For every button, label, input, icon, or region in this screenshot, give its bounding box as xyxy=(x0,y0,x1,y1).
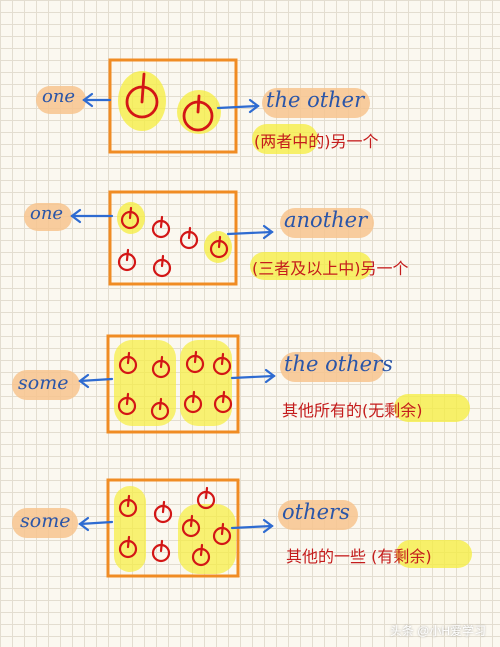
right-word-highlight xyxy=(262,88,370,118)
apple xyxy=(120,206,140,230)
left-word: one xyxy=(30,203,64,224)
right-arrow xyxy=(230,518,274,534)
left-word-highlight xyxy=(12,370,80,400)
left-word-highlight xyxy=(24,203,72,231)
apple xyxy=(185,350,205,374)
left-word: one xyxy=(42,86,76,107)
apple-group-highlight xyxy=(114,486,146,572)
chinese-highlight xyxy=(252,124,318,154)
right-arrow xyxy=(230,368,276,384)
apple xyxy=(212,522,232,546)
panel-one-the-other: one the other (两者中的)另一个 xyxy=(0,0,500,170)
apple xyxy=(182,94,214,132)
chinese-meaning: 其他所有的(无剩余) xyxy=(282,401,423,420)
apple xyxy=(125,72,159,119)
left-arrow xyxy=(82,92,112,108)
panel-2-graphics xyxy=(24,190,374,286)
right-word-highlight xyxy=(278,500,358,530)
apple xyxy=(153,500,173,524)
apple xyxy=(152,254,172,278)
apple xyxy=(212,352,232,376)
apple xyxy=(183,390,203,414)
chinese-highlight xyxy=(396,540,472,568)
apple xyxy=(117,392,137,416)
apple xyxy=(151,539,171,563)
apple xyxy=(179,226,199,250)
right-arrow xyxy=(226,224,274,240)
apple xyxy=(118,535,138,559)
panel-some-others: some others 其他的一些 (有剩余) xyxy=(12,478,472,578)
chinese-meaning: 其他的一些 (有剩余) xyxy=(286,547,432,566)
chinese-meaning: (三者及以上中)另一个 xyxy=(252,259,409,278)
apple xyxy=(191,543,211,567)
right-word: others xyxy=(282,500,350,524)
chinese-highlight xyxy=(250,252,372,280)
group-box xyxy=(108,190,238,286)
chinese-highlight xyxy=(394,394,470,422)
left-word: some xyxy=(20,510,71,532)
panel-3-graphics xyxy=(12,334,470,434)
right-word-highlight xyxy=(280,208,374,238)
panel-one-another: one another (三者及以上中)另一个 xyxy=(0,0,500,320)
apple xyxy=(118,351,138,375)
panel-4-graphics xyxy=(12,478,472,578)
right-word: the others xyxy=(284,352,393,376)
panel-some-the-others: some the others 其他所有的(无剩余) xyxy=(12,334,470,434)
chinese-meaning: (两者中的)另一个 xyxy=(254,132,379,151)
apple xyxy=(117,248,137,272)
left-arrow xyxy=(78,516,114,532)
right-word-highlight xyxy=(280,352,384,382)
apple xyxy=(181,514,201,538)
apple xyxy=(151,215,171,239)
left-arrow xyxy=(70,208,114,224)
right-arrow xyxy=(216,98,260,114)
apple xyxy=(118,494,138,518)
left-word-highlight xyxy=(12,508,78,538)
group-box xyxy=(106,334,240,434)
panel-1-graphics xyxy=(36,58,370,154)
left-word: some xyxy=(18,372,69,394)
apple xyxy=(209,235,229,259)
right-word: the other xyxy=(266,88,365,112)
watermark: 头条 @小H爱学习 xyxy=(389,624,486,638)
apple xyxy=(213,390,233,414)
apple xyxy=(151,355,171,379)
apple xyxy=(196,486,216,510)
apple xyxy=(150,397,170,421)
apple-group-highlight xyxy=(180,340,232,426)
right-word: another xyxy=(284,208,368,232)
left-word-highlight xyxy=(36,86,86,114)
left-arrow xyxy=(78,373,114,389)
